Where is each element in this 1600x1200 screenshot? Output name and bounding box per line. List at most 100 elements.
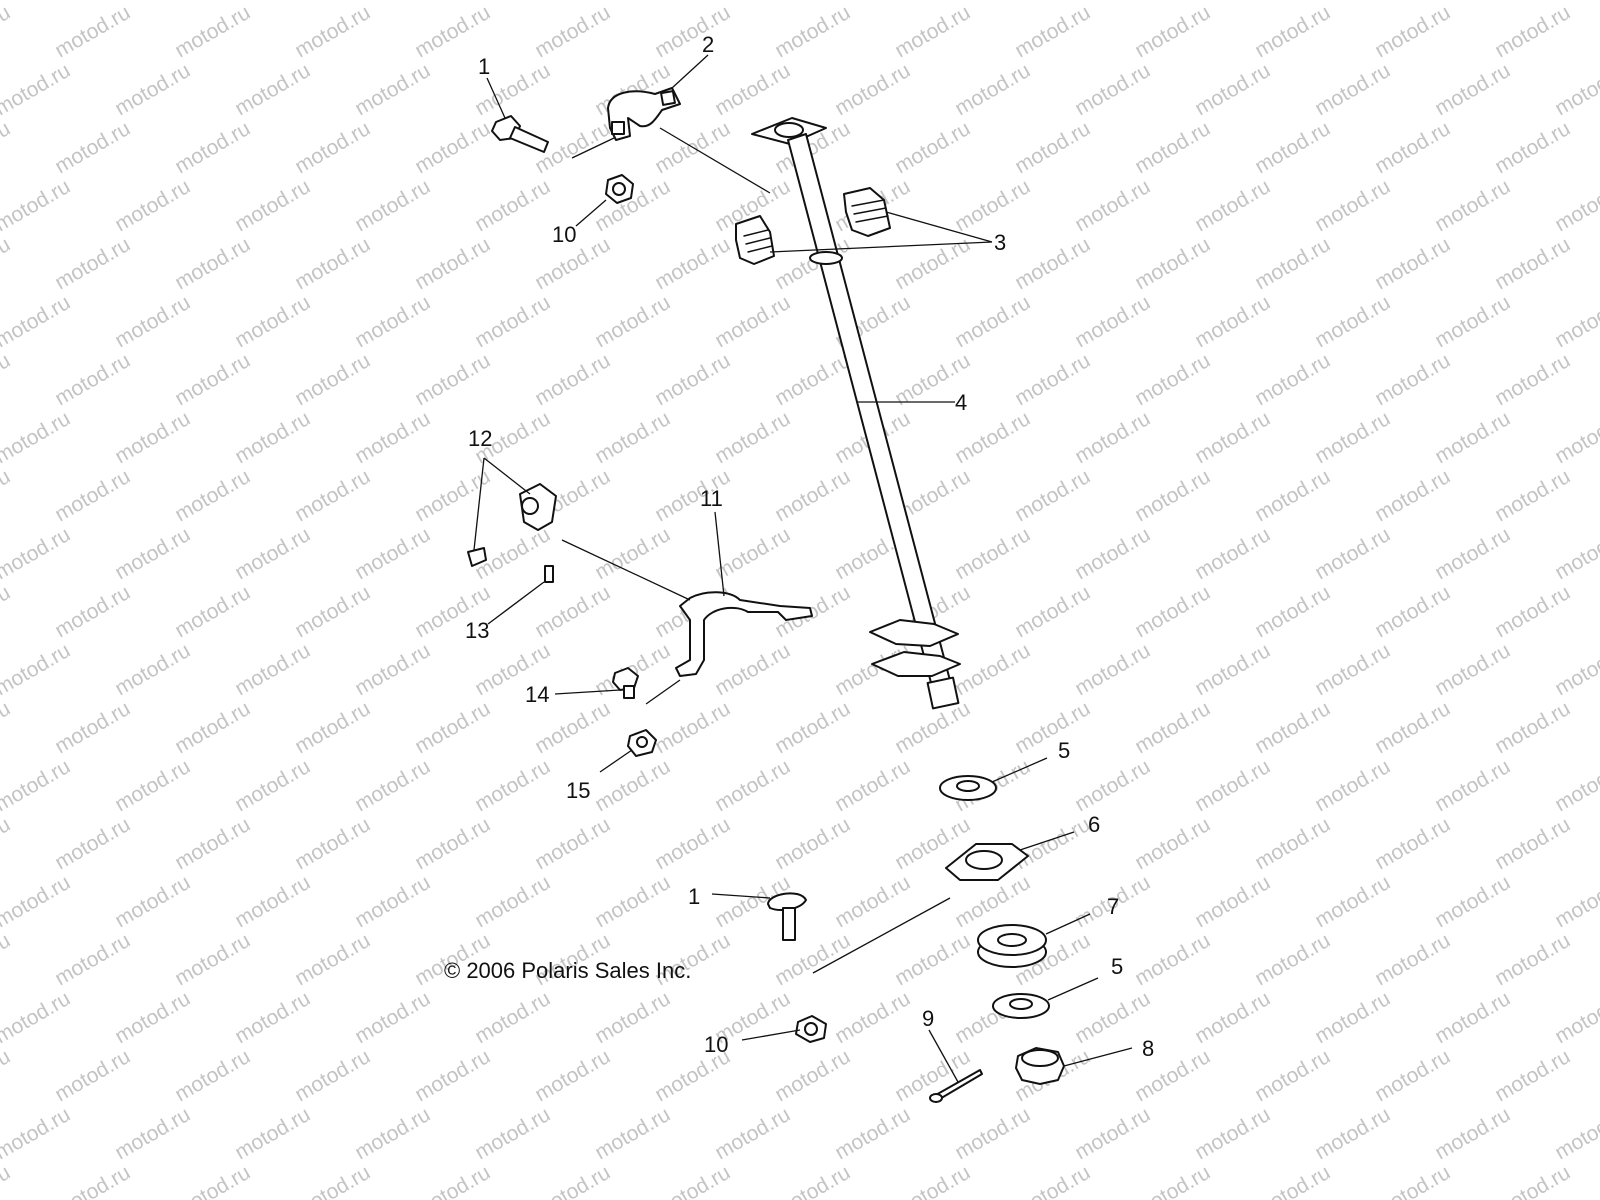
watermark-text: motod.ru — [1371, 813, 1454, 874]
watermark-text: motod.ru — [951, 59, 1034, 120]
washer-part-5-bottom — [992, 993, 1050, 1019]
watermark-text: motod.ru — [0, 1103, 74, 1164]
watermark-text: motod.ru — [1431, 407, 1514, 468]
watermark-text: motod.ru — [231, 871, 314, 932]
callout-4: 4 — [955, 390, 967, 415]
watermark-text: motod.ru — [111, 59, 194, 120]
watermark-text: motod.ru — [1311, 755, 1394, 816]
watermark-text: motod.ru — [351, 1103, 434, 1164]
watermark-text: motod.ru — [1431, 755, 1514, 816]
watermark-text: motod.ru — [1311, 59, 1394, 120]
watermark-text: motod.ru — [0, 813, 14, 874]
watermark-text: motod.ru — [1491, 349, 1574, 410]
watermark-text: motod.ru — [651, 813, 734, 874]
watermark-text: motod.ru — [0, 929, 14, 990]
watermark-text: motod.ru — [1011, 233, 1094, 294]
watermark-text: motod.ru — [1371, 117, 1454, 178]
watermark-text: motod.ru — [1131, 697, 1214, 758]
watermark-text: motod.ru — [171, 813, 254, 874]
watermark-text: motod.ru — [291, 929, 374, 990]
watermark-text: motod.ru — [0, 349, 14, 410]
watermark-text: motod.ru — [1191, 755, 1274, 816]
watermark-text: motod.ru — [351, 639, 434, 700]
watermark-text: motod.ru — [1131, 117, 1214, 178]
watermark-text: motod.ru — [1371, 233, 1454, 294]
watermark-text: motod.ru — [351, 407, 434, 468]
watermark-text: motod.ru — [351, 291, 434, 352]
watermark-text: motod.ru — [0, 465, 14, 526]
watermark-text: motod.ru — [1551, 175, 1600, 236]
watermark-text: motod.ru — [831, 987, 914, 1048]
watermark-text: motod.ru — [531, 1161, 614, 1200]
watermark-text: motod.ru — [471, 175, 554, 236]
bearing-plate-part-6 — [945, 843, 1029, 881]
watermark-text: motod.ru — [651, 1, 734, 62]
callout-14: 14 — [525, 682, 549, 707]
watermark-text: motod.ru — [0, 59, 74, 120]
watermark-text: motod.ru — [1131, 1161, 1214, 1200]
watermark-text: motod.ru — [1131, 233, 1214, 294]
watermark-text: motod.ru — [0, 755, 74, 816]
watermark-text: motod.ru — [711, 755, 794, 816]
watermark-text: motod.ru — [951, 291, 1034, 352]
watermark-text: motod.ru — [1491, 813, 1574, 874]
watermark-text: motod.ru — [651, 233, 734, 294]
cotter-pin-part-9 — [929, 1069, 983, 1103]
watermark-text: motod.ru — [51, 233, 134, 294]
watermark-text: motod.ru — [891, 233, 974, 294]
watermark-text: motod.ru — [1431, 871, 1514, 932]
watermark-text: motod.ru — [231, 175, 314, 236]
watermark-text: motod.ru — [591, 755, 674, 816]
watermark-text: motod.ru — [231, 755, 314, 816]
callout-5-bottom: 5 — [1111, 954, 1123, 979]
watermark-text: motod.ru — [1491, 1, 1574, 62]
watermark-text: motod.ru — [411, 813, 494, 874]
watermark-text: motod.ru — [1191, 59, 1274, 120]
watermark-text: motod.ru — [0, 291, 74, 352]
watermark-text: motod.ru — [0, 581, 14, 642]
watermark-text: motod.ru — [1311, 1103, 1394, 1164]
watermark-text: motod.ru — [1491, 117, 1574, 178]
bushing-part-3-left — [735, 215, 775, 265]
watermark-text: motod.ru — [471, 871, 554, 932]
watermark-text: motod.ru — [0, 697, 14, 758]
watermark-text: motod.ru — [1131, 465, 1214, 526]
watermark-text: motod.ru — [51, 1, 134, 62]
watermark-text: motod.ru — [0, 1045, 14, 1106]
watermark-text: motod.ru — [1251, 1045, 1334, 1106]
watermark-text: motod.ru — [351, 871, 434, 932]
watermark-text: motod.ru — [1011, 465, 1094, 526]
watermark-text: motod.ru — [711, 407, 794, 468]
watermark-text: motod.ru — [1431, 291, 1514, 352]
watermark-text: motod.ru — [771, 465, 854, 526]
watermark-text: motod.ru — [1311, 175, 1394, 236]
watermark-text: motod.ru — [531, 813, 614, 874]
watermark-text: motod.ru — [1371, 697, 1454, 758]
watermark-text: motod.ru — [291, 117, 374, 178]
watermark-text: motod.ru — [1311, 523, 1394, 584]
callout-7: 7 — [1107, 894, 1119, 919]
watermark-text: motod.ru — [1311, 871, 1394, 932]
watermark-text: motod.ru — [651, 349, 734, 410]
watermark-text: motod.ru — [531, 349, 614, 410]
watermark-text: motod.ru — [1071, 407, 1154, 468]
watermark-text: motod.ru — [1131, 1, 1214, 62]
watermark-text: motod.ru — [171, 117, 254, 178]
watermark-text: motod.ru — [1371, 1, 1454, 62]
watermark-text: motod.ru — [1491, 581, 1574, 642]
watermark-text: motod.ru — [1371, 1045, 1454, 1106]
watermark-text: motod.ru — [291, 233, 374, 294]
bolt-part-1-bottom — [767, 892, 807, 941]
watermark-text: motod.ru — [1371, 929, 1454, 990]
callout-11: 11 — [700, 486, 723, 511]
watermark-text: motod.ru — [51, 581, 134, 642]
bracket-part-11 — [675, 591, 813, 677]
watermark-text: motod.ru — [771, 697, 854, 758]
watermark-text: motod.ru — [1251, 697, 1334, 758]
steering-post-part-4 — [751, 117, 961, 710]
watermark-text: motod.ru — [1491, 1161, 1574, 1200]
watermark-text: motod.ru — [171, 1161, 254, 1200]
watermark-text: motod.ru — [1071, 175, 1154, 236]
callout-3: 3 — [994, 230, 1006, 255]
watermark-text: motod.ru — [111, 871, 194, 932]
